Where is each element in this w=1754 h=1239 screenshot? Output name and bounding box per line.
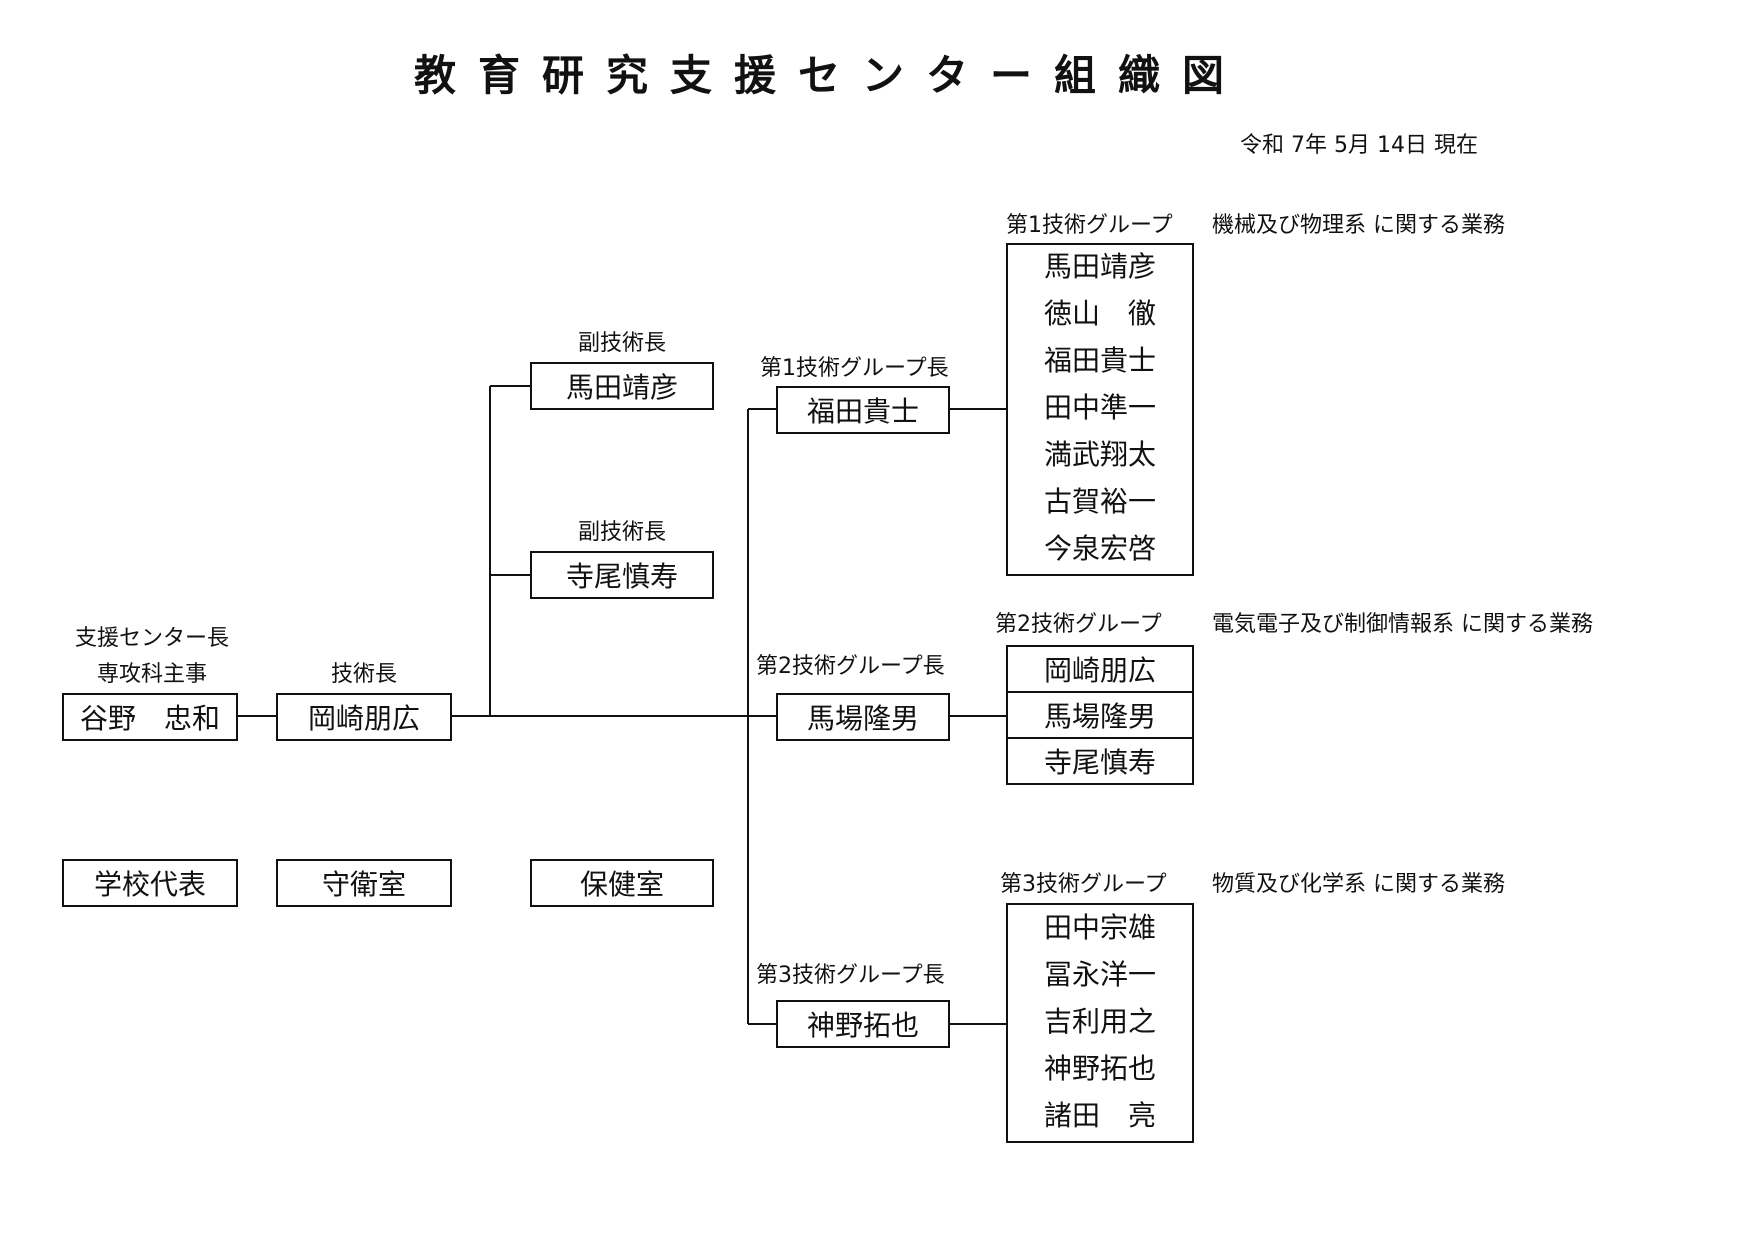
group2-member: 馬場隆男 (1006, 691, 1194, 739)
deputy1-box: 馬田靖彦 (530, 362, 714, 410)
deputy1-role: 副技術長 (577, 331, 666, 356)
unit-school-representative: 学校代表 (62, 859, 238, 907)
group1-member: 満武翔太 (1043, 438, 1156, 471)
director-role2: 専攻科主事 (96, 662, 207, 687)
group1-member: 古賀裕一 (1043, 485, 1156, 518)
group1-member: 馬田靖彦 (1043, 250, 1156, 283)
unit-guard-room: 守衛室 (276, 859, 452, 907)
group1-member: 徳山 徹 (1043, 297, 1156, 330)
group3-member: 神野拓也 (1043, 1052, 1156, 1085)
group1-member: 福田貴士 (1043, 344, 1156, 377)
group3-member: 諸田 亮 (1043, 1099, 1156, 1132)
chief-role: 技術長 (330, 662, 397, 687)
group2-member: 岡崎朋広 (1006, 645, 1194, 693)
group3-member: 冨永洋一 (1043, 958, 1156, 991)
group1-leader-role: 第1技術グループ長 (760, 356, 949, 381)
group3-label: 第3技術グループ (1000, 872, 1167, 897)
group3-member-box (1006, 903, 1194, 1143)
group2-leader-box: 馬場隆男 (776, 693, 950, 741)
deputy2-box: 寺尾慎寿 (530, 551, 714, 599)
chief-box: 岡崎朋広 (276, 693, 452, 741)
director-box: 谷野 忠和 (62, 693, 238, 741)
unit-health-room: 保健室 (530, 859, 714, 907)
group3-leader-box: 神野拓也 (776, 1000, 950, 1048)
group3-leader-role: 第3技術グループ長 (756, 963, 945, 988)
deputy2-role: 副技術長 (577, 520, 666, 545)
group2-duty: 電気電子及び制御情報系 に関する業務 (1212, 612, 1593, 637)
director-role1: 支援センター長 (74, 626, 229, 651)
group1-member-box (1006, 243, 1194, 576)
group1-leader-box: 福田貴士 (776, 386, 950, 434)
group1-member: 田中準一 (1043, 391, 1156, 424)
group3-member: 田中宗雄 (1043, 911, 1156, 944)
as-of-date: 令和 7年 5月 14日 現在 (1240, 133, 1478, 158)
group2-member: 寺尾慎寿 (1006, 737, 1194, 785)
group1-member: 今泉宏啓 (1043, 532, 1156, 565)
group1-label: 第1技術グループ (1006, 213, 1173, 238)
group3-member: 吉利用之 (1043, 1005, 1156, 1038)
group2-label: 第2技術グループ (995, 612, 1162, 637)
page-title: 教育研究支援センター組織図 (413, 51, 1246, 100)
group1-duty: 機械及び物理系 に関する業務 (1212, 213, 1505, 238)
group2-leader-role: 第2技術グループ長 (756, 654, 945, 679)
group3-duty: 物質及び化学系 に関する業務 (1212, 872, 1505, 897)
